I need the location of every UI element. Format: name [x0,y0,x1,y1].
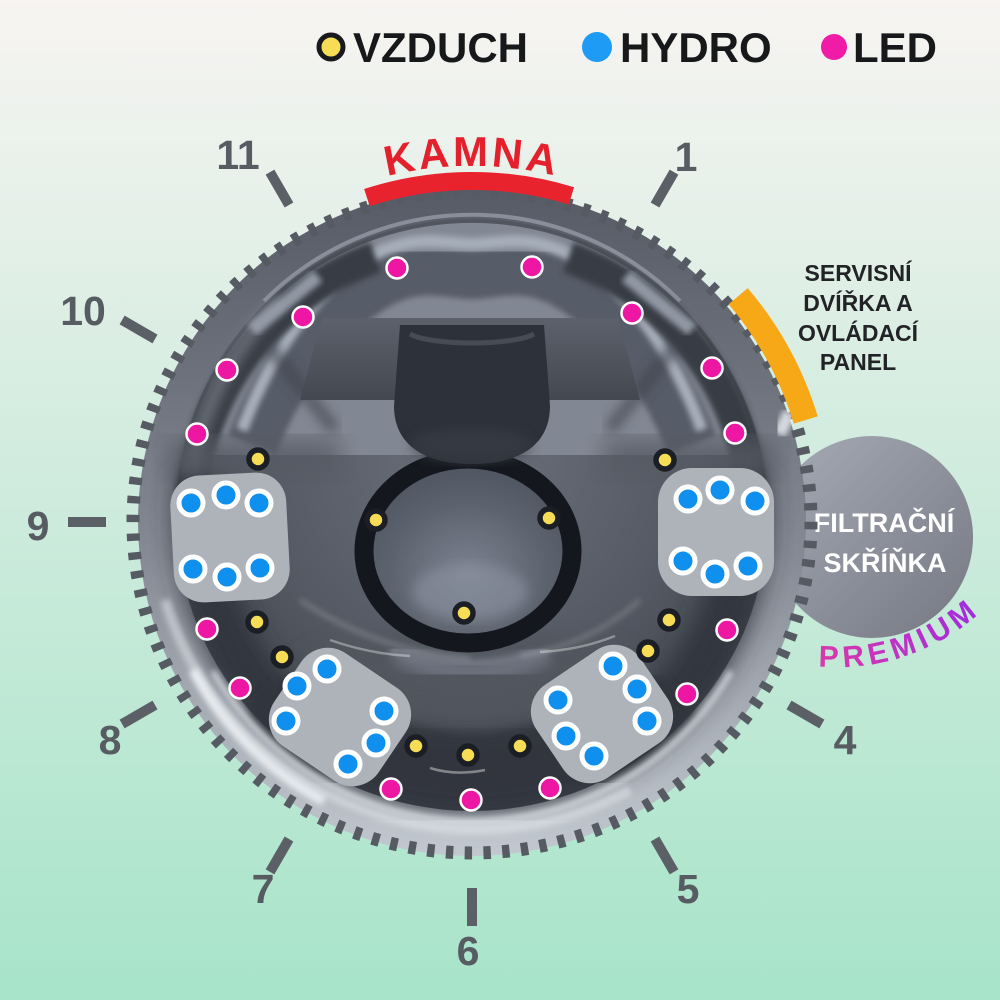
svg-text:5: 5 [677,866,700,912]
svg-text:SKŘÍŇKA: SKŘÍŇKA [823,547,946,578]
svg-text:8: 8 [99,717,122,763]
svg-text:DVÍŘKA A: DVÍŘKA A [803,289,912,316]
svg-text:6: 6 [457,928,480,974]
svg-text:VZDUCH: VZDUCH [353,24,528,71]
svg-text:7: 7 [252,866,275,912]
svg-text:9: 9 [27,503,50,549]
svg-text:OVLÁDACÍ: OVLÁDACÍ [798,319,919,346]
svg-text:LED: LED [853,24,937,71]
svg-text:11: 11 [216,132,259,178]
svg-text:1: 1 [675,134,698,180]
svg-text:10: 10 [60,288,106,334]
svg-text:HYDRO: HYDRO [620,24,772,71]
svg-text:4: 4 [834,717,857,763]
svg-text:SERVISNÍ: SERVISNÍ [805,259,913,286]
svg-text:FILTRAČNÍ: FILTRAČNÍ [814,507,956,538]
svg-text:PANEL: PANEL [820,349,896,375]
